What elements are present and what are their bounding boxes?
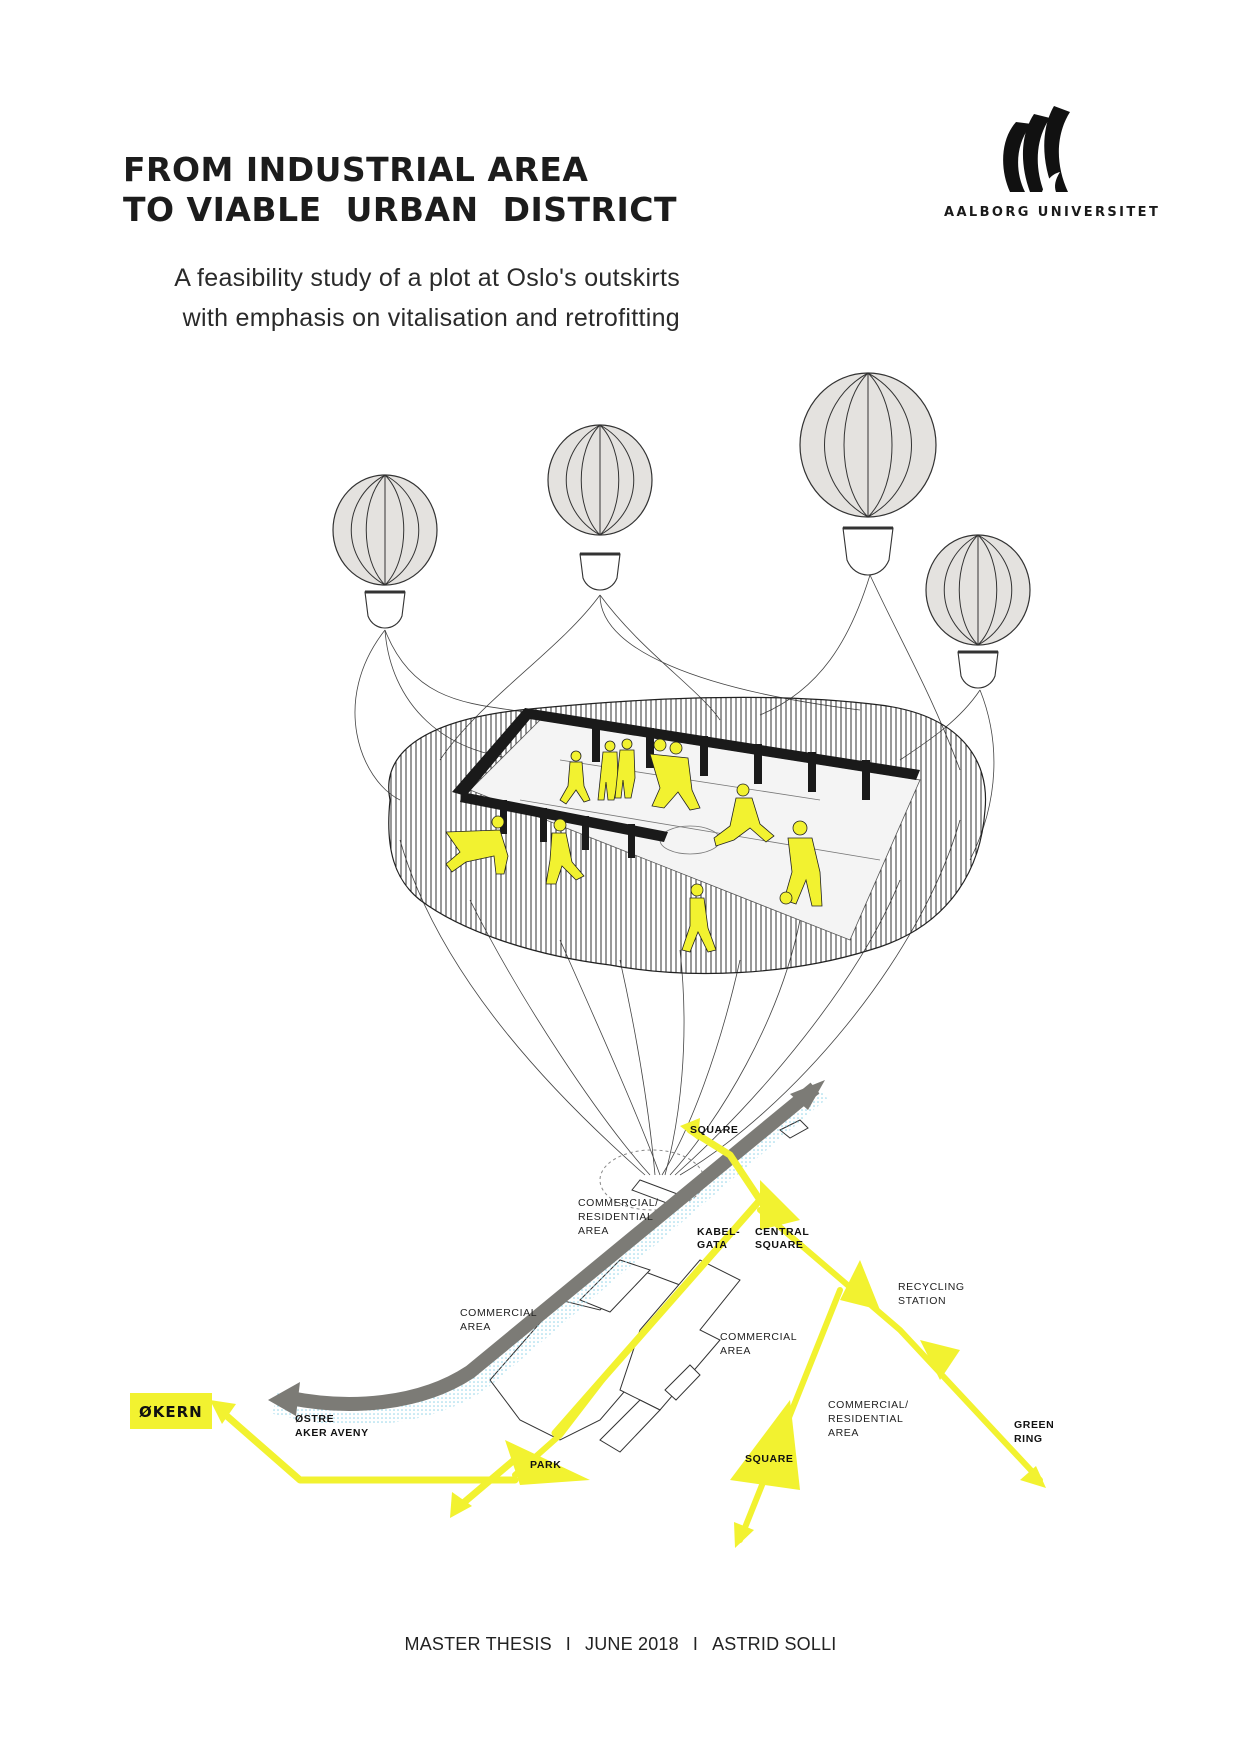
footer: MASTER THESIS I JUNE 2018 I ASTRID SOLLI [0,1634,1241,1655]
logo-wordmark: AALBORG UNIVERSITET [944,205,1161,220]
label-kabelgata-a: KABEL- [697,1226,740,1238]
map-labels: SQUARE COMMERCIAL/ RESIDENTIAL AREA KABE… [139,1124,1054,1471]
label-ostre-a: ØSTRE [295,1413,334,1425]
label-commercial-area-mid-b: AREA [720,1345,751,1357]
page-title: FROM INDUSTRIAL AREA TO VIABLE URBAN DIS… [123,150,677,230]
balloon-3 [799,372,937,576]
person-standing-1 [597,740,619,801]
person-group [649,738,701,811]
person-footballer [779,820,823,907]
title-line-1: FROM INDUSTRIAL AREA [123,150,589,189]
title-line-2: TO VIABLE URBAN DISTRICT [123,190,677,229]
person-crouching [445,815,509,875]
urban-district-illustration: SQUARE COMMERCIAL/ RESIDENTIAL AREA KABE… [130,372,1054,1548]
label-green-ring-a: GREEN [1014,1419,1054,1431]
subtitle: A feasibility study of a plot at Oslo's … [0,258,680,338]
label-commercial-area-mid-a: COMMERCIAL [720,1331,797,1343]
label-commercial-residential-1c: AREA [578,1225,609,1237]
label-okern: ØKERN [139,1403,203,1421]
label-central-square-a: CENTRAL [755,1226,809,1238]
people-silhouettes [445,738,823,953]
label-central-square-b: SQUARE [755,1239,804,1251]
balloon-2 [547,424,653,591]
balloons [332,372,1031,689]
subtitle-line-1: A feasibility study of a plot at Oslo's … [174,264,680,292]
label-recycling-b: STATION [898,1295,946,1307]
footer-part-2: JUNE 2018 [585,1634,679,1654]
label-recycling-a: RECYCLING [898,1281,965,1293]
ostre-aker-aveny-road [268,1080,828,1425]
label-commercial-residential-2b: RESIDENTIAL [828,1413,903,1425]
label-green-ring-b: RING [1014,1433,1043,1445]
yellow-arrowheads [210,1118,1046,1548]
label-commercial-residential-1a: COMMERCIAL/ [578,1197,659,1209]
subtitle-line-2: with emphasis on vitalisation and retrof… [182,304,680,332]
label-park: PARK [530,1459,561,1471]
footer-part-1: MASTER THESIS [404,1634,552,1654]
person-runner-3 [545,818,585,885]
balloon-4 [925,534,1031,689]
label-commercial-area-left-b: AREA [460,1321,491,1333]
label-commercial-residential-2c: AREA [828,1427,859,1439]
label-commercial-residential-1b: RESIDENTIAL [578,1211,653,1223]
label-square-bottom: SQUARE [745,1453,794,1465]
label-square-top: SQUARE [690,1124,739,1136]
label-kabelgata-b: GATA [697,1239,728,1251]
footer-separator-1: I [565,1634,571,1654]
label-commercial-residential-2a: COMMERCIAL/ [828,1399,909,1411]
wall-frame [452,708,920,858]
building-footprints [489,1119,809,1453]
person-walking [681,883,717,953]
label-ostre-b: AKER AVENY [295,1427,369,1439]
university-logo [1003,106,1070,192]
label-commercial-area-left-a: COMMERCIAL [460,1307,537,1319]
yellow-zones [130,1180,960,1490]
person-runner-1 [559,750,591,805]
footer-separator-2: I [692,1634,699,1654]
person-standing-2 [614,738,636,799]
person-runner-2 [713,783,775,847]
footer-part-3: ASTRID SOLLI [712,1634,837,1654]
balloon-1 [332,474,438,629]
